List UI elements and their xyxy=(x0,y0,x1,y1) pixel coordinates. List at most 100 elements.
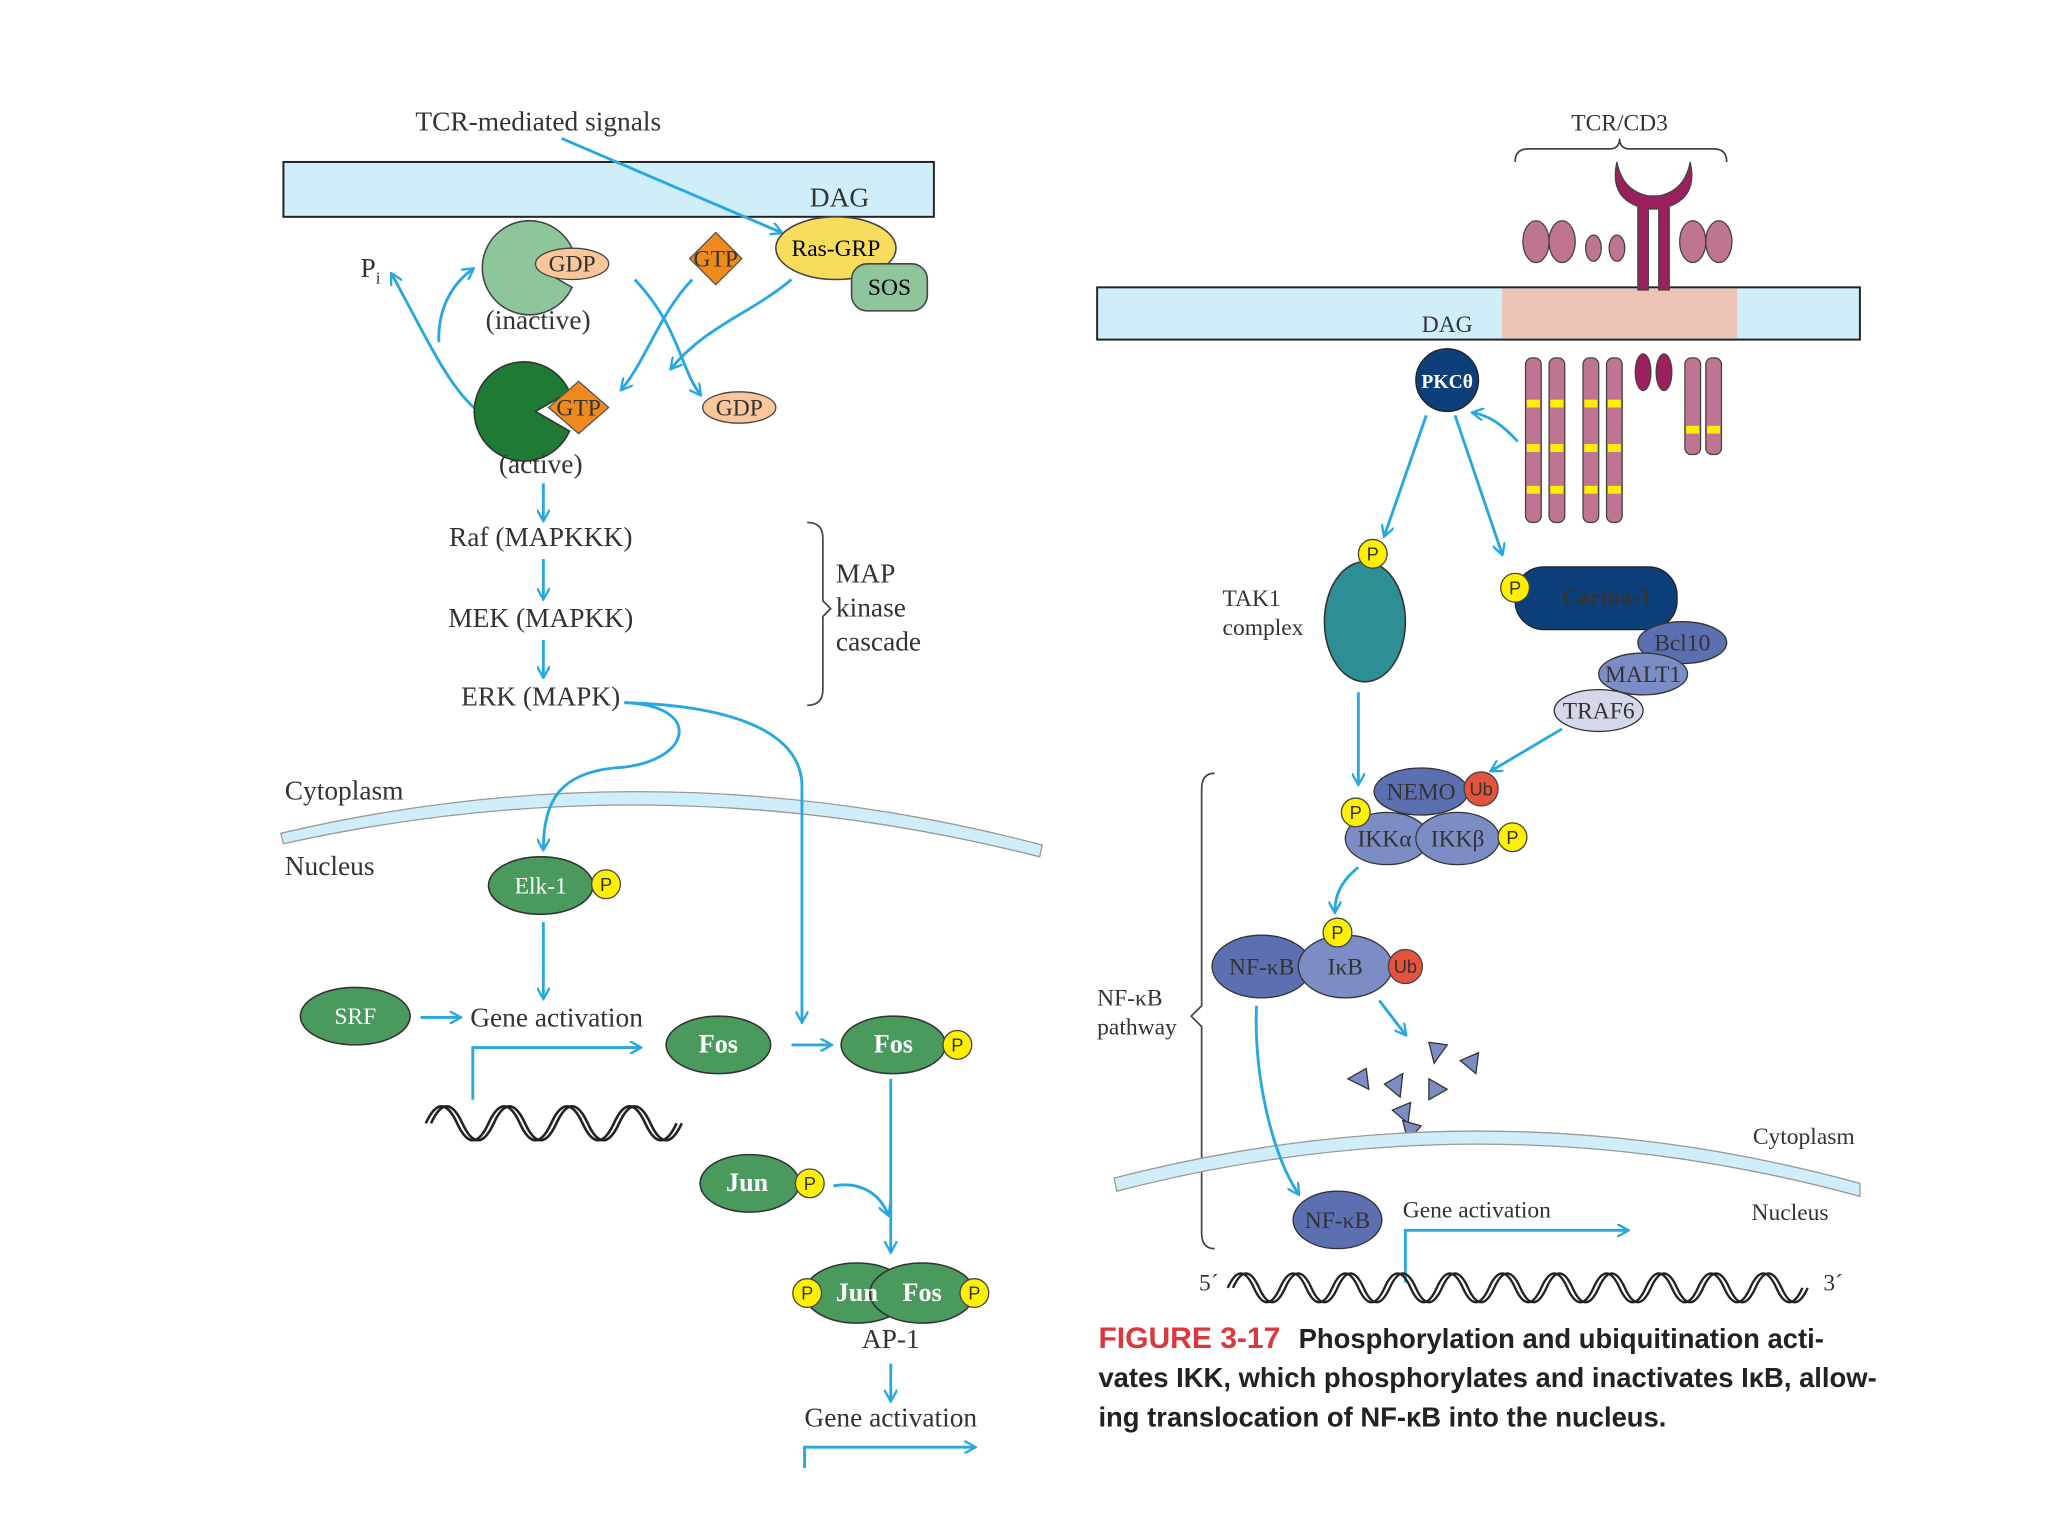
plasma-membrane-right xyxy=(1096,286,1861,341)
itam-motif xyxy=(1607,399,1621,408)
cytoplasm-label-right: Cytoplasm xyxy=(1753,1124,1855,1150)
map-cascade-label-3: cascade xyxy=(836,626,921,656)
traf6-label: TRAF6 xyxy=(1563,698,1635,724)
cd3-extracellular-domain-6 xyxy=(1705,220,1733,264)
ras-inactive-node xyxy=(481,220,574,316)
pkc-theta-label: PKCθ xyxy=(1421,372,1473,393)
ikk-alpha-label: IKKα xyxy=(1357,826,1411,852)
erk-to-elk1-arrow xyxy=(543,701,681,849)
gtp-hydrolysis-arrow xyxy=(392,274,485,417)
pkc-to-tak1-arrow xyxy=(1384,414,1428,535)
nucleus-label-right: Nucleus xyxy=(1752,1200,1829,1226)
dna-strand-b-right xyxy=(1231,1272,1809,1304)
tcr-receptor-arms xyxy=(1614,161,1693,291)
nfkb-pathway-label-1: NF-κB xyxy=(1097,986,1162,1012)
nemo-label: NEMO xyxy=(1386,779,1455,805)
jun-to-ap1-arrow xyxy=(833,1183,888,1215)
dna-strand-b-left xyxy=(429,1105,683,1142)
sos-node xyxy=(850,263,929,312)
dag-label-right: DAG xyxy=(1422,312,1473,338)
ras-grp-exchange-arrow xyxy=(671,278,793,369)
tcr-cytoplasmic-tail-1 xyxy=(1634,353,1652,392)
ap1-jun-label: Jun xyxy=(836,1278,879,1307)
ikb-label: IκB xyxy=(1328,954,1363,980)
malt1-node xyxy=(1598,652,1689,696)
sos-label: SOS xyxy=(868,275,911,301)
cd3-chain-2 xyxy=(1548,357,1566,524)
cd3-chain-6 xyxy=(1705,357,1723,456)
cd3-extracellular-domain-2 xyxy=(1548,220,1576,264)
pkc-theta-node xyxy=(1415,348,1480,413)
three-prime-label: 3´ xyxy=(1823,1270,1843,1296)
right-panel-nfkb-pathway: TCR/CD3 DAG xyxy=(1096,111,1877,1432)
gene-activation-label-right: Gene activation xyxy=(1403,1197,1551,1223)
gtp-diamond-free xyxy=(688,231,743,286)
itam-motif xyxy=(1526,485,1540,494)
left-panel-mapk-pathway: TCR-mediated signals DAG Ras-GRP SOS GTP… xyxy=(280,107,1044,1469)
cd3-extracellular-domain-3 xyxy=(1584,234,1602,262)
gene-activation-label-ap1: Gene activation xyxy=(804,1402,977,1432)
cd3-chain-1 xyxy=(1524,357,1542,524)
map-cascade-bracket xyxy=(807,521,832,707)
active-label: (active) xyxy=(499,449,583,479)
itam-motif xyxy=(1550,399,1564,408)
srf-label: SRF xyxy=(334,1004,376,1030)
figure-caption-line-1: FIGURE 3-17 Phosphorylation and ubiquiti… xyxy=(1098,1322,1823,1355)
gtp-loading-arrow xyxy=(622,278,694,390)
itam-motif xyxy=(1607,485,1621,494)
tcr-cd3-brace xyxy=(1514,138,1728,162)
jun-phospho-badge xyxy=(794,1168,825,1199)
cd3-extracellular-domain-4 xyxy=(1608,234,1626,262)
tcr-cd3-label: TCR/CD3 xyxy=(1571,111,1668,137)
ikk-alpha-phospho-badge xyxy=(1340,797,1371,828)
ikk-beta-label: IKKβ xyxy=(1431,826,1485,852)
gdp-bound-node xyxy=(534,247,610,281)
gdp-free-node xyxy=(702,391,777,424)
erk-to-fos-arrow xyxy=(624,701,802,1022)
nfkb-label-nuclear: NF-κB xyxy=(1305,1208,1370,1234)
pkc-to-carma-arrow xyxy=(1453,414,1502,553)
tak1-label-2: complex xyxy=(1223,615,1304,641)
elk1-label: Elk-1 xyxy=(515,873,567,899)
tcr-cd3-complex xyxy=(1522,161,1733,524)
itam-motif xyxy=(1550,485,1564,494)
tak1-label-1: TAK1 xyxy=(1223,586,1281,612)
nfkb-label-cytoplasmic: NF-κB xyxy=(1229,954,1294,980)
gdp-release-arrow xyxy=(633,278,700,395)
ikb-fragment xyxy=(1391,1101,1412,1125)
nemo-ubiquitin-badge xyxy=(1463,771,1499,807)
itam-motif xyxy=(1526,444,1540,452)
carma1-phospho-label: P xyxy=(1509,577,1521,598)
tcr-transmembrane-region xyxy=(1502,288,1738,339)
ikk-alpha-phospho-label: P xyxy=(1350,802,1362,823)
fos-label-1: Fos xyxy=(699,1030,738,1059)
ikb-ubiquitin-label: Ub xyxy=(1394,956,1417,977)
figure-caption-line-2: vates IKK, which phosphorylates and inac… xyxy=(1098,1362,1876,1393)
ikb-fragment xyxy=(1346,1067,1370,1091)
tak1-complex-node xyxy=(1323,560,1407,683)
nucleus-label-left: Nucleus xyxy=(285,851,375,881)
carma1-phospho-badge xyxy=(1500,572,1531,603)
ikk-beta-phospho-badge xyxy=(1497,822,1528,853)
five-prime-label: 5´ xyxy=(1199,1270,1219,1296)
ikb-fragment xyxy=(1459,1051,1480,1075)
ap1-fos-label: Fos xyxy=(903,1278,942,1307)
fos-node-unphosphorylated xyxy=(665,1015,772,1075)
tcr-signal-arrow xyxy=(561,137,781,232)
tcr-signals-label: TCR-mediated signals xyxy=(415,107,661,137)
tak1-phospho-badge xyxy=(1357,538,1388,569)
ras-grp-label: Ras-GRP xyxy=(792,236,881,262)
itam-motif xyxy=(1707,425,1721,434)
itam-motif xyxy=(1607,444,1621,452)
nemo-ubiquitin-label: Ub xyxy=(1469,778,1492,799)
ras-active-node xyxy=(473,361,571,462)
degraded-ikb-fragments xyxy=(1346,1041,1480,1143)
dag-label-left: DAG xyxy=(810,182,869,212)
ap1-fos-phospho-label: P xyxy=(968,1283,980,1304)
gdp-label-bound: GDP xyxy=(549,252,596,278)
map-cascade-label-1: MAP xyxy=(836,559,895,589)
cd3-chain-5 xyxy=(1684,357,1702,456)
mek-label: MEK (MAPKK) xyxy=(448,603,633,633)
nuclear-envelope-left xyxy=(280,791,1044,858)
itam-motif xyxy=(1550,444,1564,452)
